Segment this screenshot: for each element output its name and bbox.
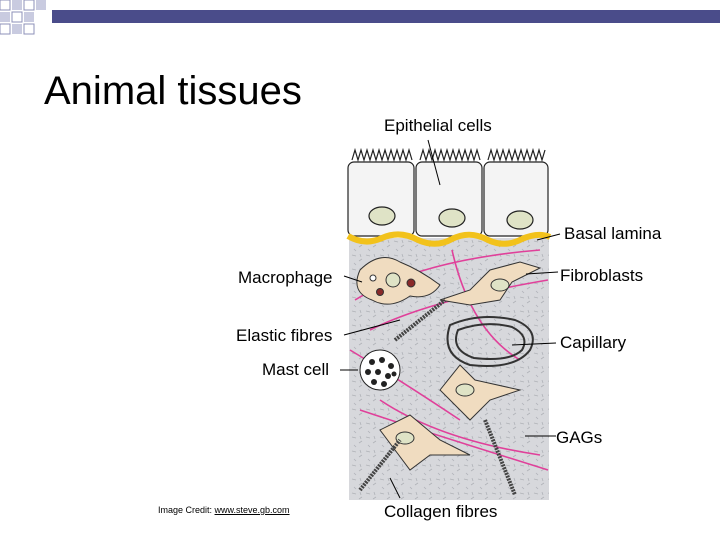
image-credit-link[interactable]: www.steve.gb.com [214,505,290,515]
epithelial-cells [347,147,549,237]
fibroblasts [379,261,542,471]
basal-lamina [346,231,552,247]
image-credit-prefix: Image Credit: [158,505,215,515]
label-collagen-fibres: Collagen fibres [384,502,498,521]
image-credit: Image Credit: www.steve.gb.com [158,504,290,516]
macrophage [356,257,441,305]
slide-title: Animal tissues [44,69,302,113]
mast-cell [359,349,401,391]
label-basal-lamina: Basal lamina [564,224,662,243]
label-capillary: Capillary [560,333,627,352]
slide-header-decoration [0,0,720,35]
capillary [446,316,534,367]
label-leader-lines [340,139,561,499]
collagen-fibres [358,298,517,496]
label-fibroblasts: Fibroblasts [560,266,644,285]
label-epithelial-cells: Epithelial cells [384,116,492,135]
label-macrophage: Macrophage [238,268,333,287]
label-mast-cell: Mast cell [262,360,330,379]
label-gags: GAGs [556,428,603,447]
label-elastic-fibres: Elastic fibres [236,326,333,345]
